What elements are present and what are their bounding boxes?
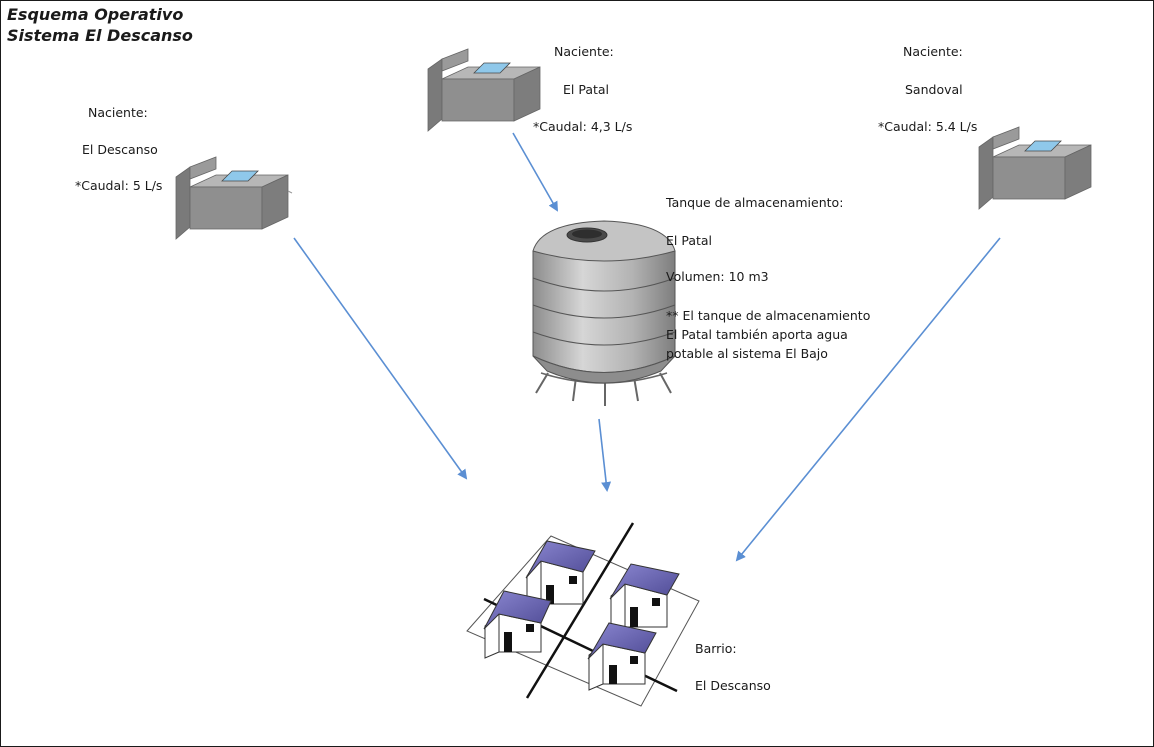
house-3 xyxy=(483,590,552,659)
spring-box-el-patal xyxy=(427,48,541,132)
arrow-tank-to-barrio xyxy=(598,418,612,492)
tank-name: El Patal xyxy=(666,233,713,248)
spring-box-sandoval xyxy=(978,126,1092,210)
spring-1-heading: Naciente: xyxy=(88,105,148,120)
diagram-title-line1: Esquema Operativo xyxy=(7,5,184,24)
tank-note-line2: El Patal también aporta agua xyxy=(666,327,848,342)
spring-1-flow: *Caudal: 5 L/s xyxy=(75,178,163,193)
house-2 xyxy=(609,563,680,634)
diagram-title-line2: Sistema El Descanso xyxy=(7,26,193,45)
spring-3-name: Sandoval xyxy=(905,82,963,97)
tank-note-line3: potable al sistema El Bajo xyxy=(666,346,828,361)
tank-heading: Tanque de almacenamiento: xyxy=(666,195,844,210)
spring-1-name: El Descanso xyxy=(82,142,158,157)
flow-arrows xyxy=(293,132,1001,562)
barrio-name: El Descanso xyxy=(695,678,771,693)
storage-tank xyxy=(532,220,676,406)
house-4 xyxy=(587,622,657,691)
spring-3-heading: Naciente: xyxy=(903,44,963,59)
tank-volume: Volumen: 10 m3 xyxy=(666,269,769,284)
arrow-el-patal-to-tank xyxy=(512,132,558,212)
arrow-sandoval-to-barrio xyxy=(735,237,1001,562)
tank-note-line1: ** El tanque de almacenamiento xyxy=(666,308,871,323)
spring-box-el-descanso xyxy=(175,156,293,240)
arrow-el-descanso-to-barrio xyxy=(293,237,468,480)
spring-3-flow: *Caudal: 5.4 L/s xyxy=(878,119,978,134)
neighborhood-barrio xyxy=(466,522,700,707)
spring-2-flow: *Caudal: 4,3 L/s xyxy=(533,119,633,134)
spring-2-heading: Naciente: xyxy=(554,44,614,59)
spring-2-name: El Patal xyxy=(563,82,610,97)
barrio-heading: Barrio: xyxy=(695,641,737,656)
